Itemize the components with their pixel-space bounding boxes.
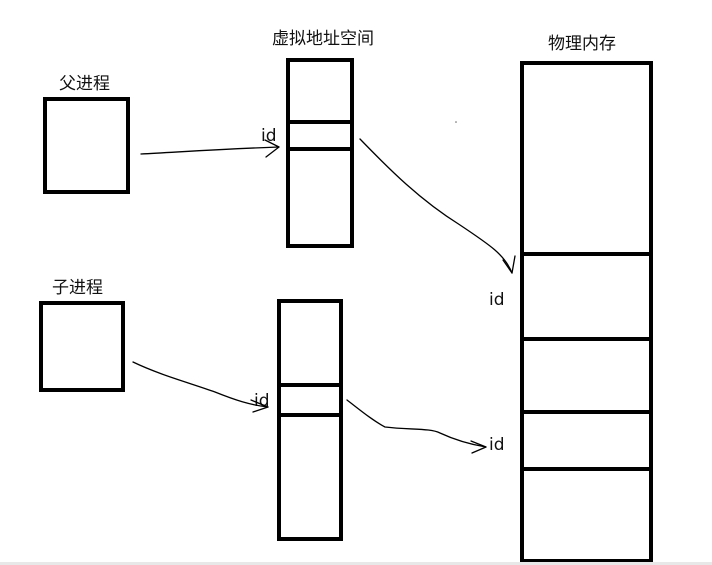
physical-memory-label: 物理内存 xyxy=(548,34,616,54)
child-virtual-address-space xyxy=(277,299,343,541)
arrowhead-parent-to-vas xyxy=(264,139,280,158)
arrow-parent-vas-to-physical xyxy=(359,138,513,274)
arrowhead-child-to-vas xyxy=(250,399,269,413)
physical-memory-id-label-lower: id xyxy=(489,435,505,455)
parent-vas-divider-bottom xyxy=(286,147,354,151)
child-process-label: 子进程 xyxy=(52,278,103,298)
child-process-box xyxy=(39,301,125,392)
parent-virtual-address-space xyxy=(286,58,354,248)
physical-memory-divider-3 xyxy=(520,410,653,414)
child-vas-divider-top xyxy=(277,383,343,387)
child-vas-divider-bottom xyxy=(277,413,343,417)
virtual-address-space-label: 虚拟地址空间 xyxy=(272,29,374,49)
parent-process-label: 父进程 xyxy=(59,74,110,94)
physical-memory-divider-4 xyxy=(520,467,653,471)
physical-memory-id-label-upper: id xyxy=(489,290,505,310)
arrowhead-parent-vas-to-physical xyxy=(502,255,516,274)
physical-memory-divider-2 xyxy=(520,337,653,341)
stray-dot xyxy=(455,121,457,123)
physical-memory-divider-1 xyxy=(520,252,653,256)
arrow-parent-to-vas xyxy=(140,146,280,155)
arrowhead-child-vas-to-physical xyxy=(470,440,487,454)
physical-memory xyxy=(520,61,653,563)
parent-process-box xyxy=(43,97,130,194)
arrow-child-to-vas xyxy=(132,361,269,408)
bottom-border xyxy=(0,562,712,565)
arrow-child-vas-to-physical xyxy=(346,399,487,448)
parent-vas-divider-top xyxy=(286,120,354,124)
